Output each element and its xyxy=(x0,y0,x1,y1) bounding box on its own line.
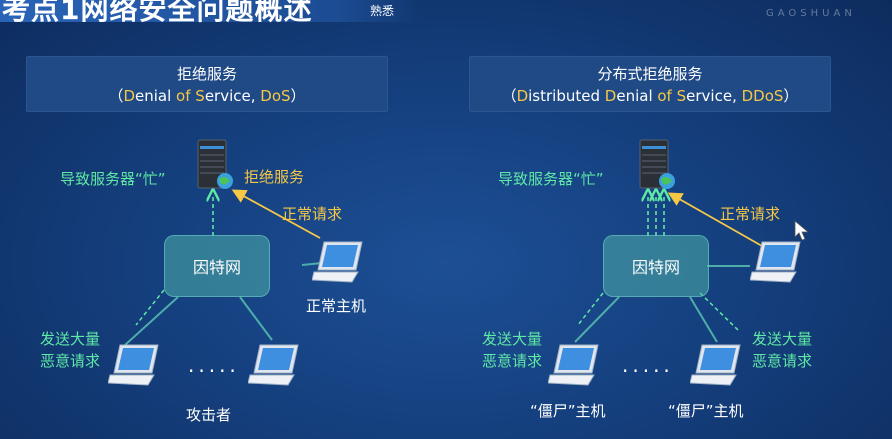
dos-send-label-line1: 发送大量 xyxy=(40,330,101,348)
ddos-send-label-left-line1: 发送大量 xyxy=(482,330,543,348)
slide-title-tag: 熟悉 xyxy=(370,4,395,18)
dos-header: 拒绝服务 （Denial of Service, DoS） xyxy=(26,56,388,112)
watermark: GAOSHUAN xyxy=(766,8,856,19)
dos-normal-request-label: 正常请求 xyxy=(282,205,343,223)
dos-busy-label: 导致服务器“忙” xyxy=(60,170,166,188)
ddos-header-title: 分布式拒绝服务 xyxy=(597,65,703,83)
zombie-host-label: “僵尸”主机 xyxy=(530,402,606,420)
dos-internet-cloud: 因特网 xyxy=(164,235,270,297)
zombie-host-label: “僵尸”主机 xyxy=(668,402,744,420)
normal-host-label: 正常主机 xyxy=(306,297,367,315)
server-icon xyxy=(639,139,675,189)
ddos-send-label-right-line1: 发送大量 xyxy=(752,330,813,348)
ddos-ellipsis: ..... xyxy=(622,353,674,377)
attacker-label: 攻击者 xyxy=(186,406,232,424)
dos-ellipsis: ..... xyxy=(188,353,240,377)
attacker-laptop-icon xyxy=(108,344,159,386)
ddos-normal-request-label: 正常请求 xyxy=(720,205,781,223)
ddos-header: 分布式拒绝服务 （Distributed Denial of Service, … xyxy=(469,56,831,112)
zombie-laptop-icon xyxy=(548,344,599,386)
normal-host-laptop-icon xyxy=(312,241,363,283)
attacker-laptop-icon xyxy=(248,344,299,386)
ddos-busy-label: 导致服务器“忙” xyxy=(498,170,604,188)
dos-header-title: 拒绝服务 xyxy=(176,65,237,83)
zombie-laptop-icon xyxy=(690,344,741,386)
title-bar xyxy=(0,0,420,22)
ddos-header-subtitle: （Distributed Denial of Service, DDoS） xyxy=(501,87,799,105)
ddos-internet-cloud: 因特网 xyxy=(603,235,709,297)
ddos-send-label-right-line2: 恶意请求 xyxy=(752,352,813,370)
server-icon xyxy=(197,139,233,189)
ddos-send-label-left-line2: 恶意请求 xyxy=(482,352,543,370)
mouse-cursor-icon xyxy=(794,220,810,241)
slide-title: 考点1网络安全问题概述 xyxy=(2,0,313,26)
dos-send-label-line2: 恶意请求 xyxy=(40,352,101,370)
normal-host-laptop-icon xyxy=(750,241,801,283)
dos-header-subtitle: （Denial of Service, DoS） xyxy=(108,87,306,105)
dos-deny-label: 拒绝服务 xyxy=(244,168,305,186)
